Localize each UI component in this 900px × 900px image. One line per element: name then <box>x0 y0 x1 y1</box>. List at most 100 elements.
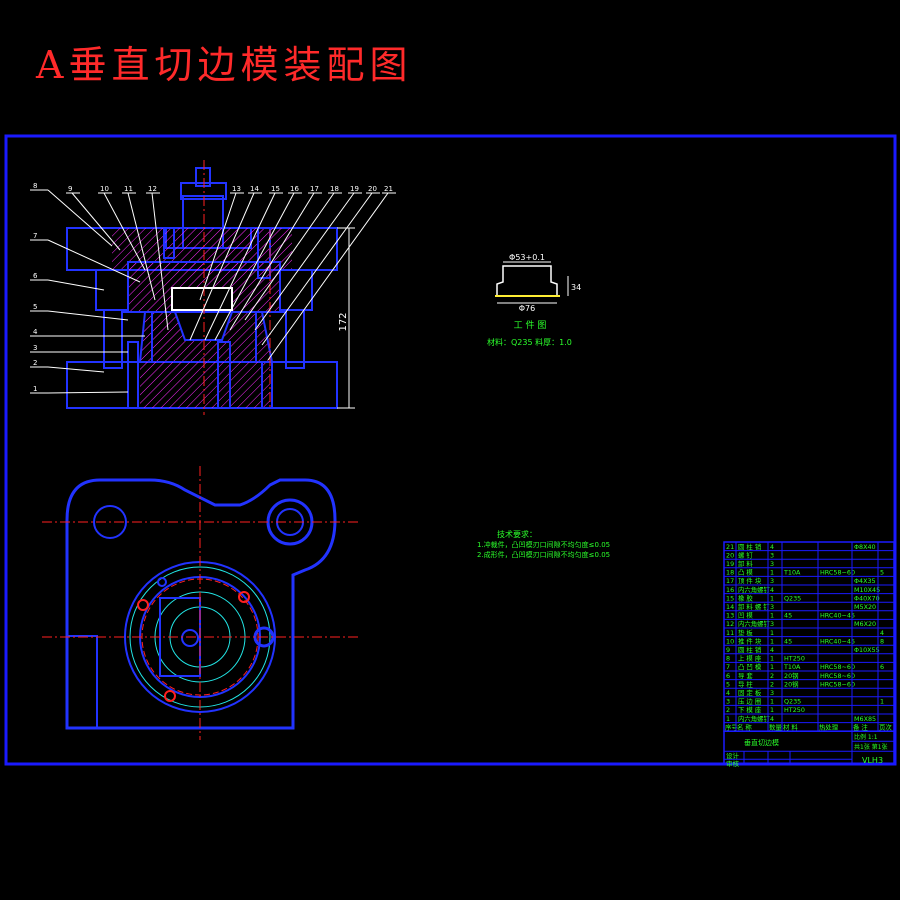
callout-top-13: 13 <box>232 185 241 193</box>
bom-cell: 凹 模 <box>738 611 753 620</box>
bom-cell: 4 <box>770 646 774 654</box>
bom-cell: 1 <box>770 663 774 671</box>
bom-cell: 固 定 板 <box>738 688 762 697</box>
callout-left-1: 1 <box>33 385 37 393</box>
bom-cell: 导 套 <box>738 671 753 680</box>
bom-cell: 4 <box>880 629 884 637</box>
callout-top-19: 19 <box>350 185 359 193</box>
callout-top-9: 9 <box>68 185 72 193</box>
bom-cell: HT250 <box>784 706 805 714</box>
bom-cell: 4 <box>726 689 730 697</box>
bom-cell: 19 <box>726 560 734 568</box>
bom-cell: 11 <box>726 629 734 637</box>
bom-cell: Φ10X55 <box>854 646 880 654</box>
bom-cell: 20钢 <box>784 680 799 688</box>
bom-header-cell: 热处理 <box>819 722 839 731</box>
bom-cell: 8 <box>880 637 884 645</box>
bom-cell: 1 <box>770 569 774 577</box>
bom-cell: M5X20 <box>854 603 876 611</box>
callout-left-6: 6 <box>33 272 38 280</box>
bom-cell: HRC58~60 <box>820 680 855 688</box>
section-view: 172 <box>66 160 355 415</box>
bom-cell: Q235 <box>784 594 801 602</box>
assembly-height-label: 172 <box>338 312 349 331</box>
bom-cell: 垫 板 <box>738 628 753 637</box>
bom-cell: 8 <box>726 655 730 663</box>
bom-cell: 内六角螺钉 <box>738 585 771 594</box>
bom-cell: M6X20 <box>854 620 876 628</box>
bom-cell: 凸 凹 模 <box>738 662 762 671</box>
bom-cell: 16 <box>726 586 734 594</box>
bom-cell: 7 <box>726 663 730 671</box>
bom-cell: 3 <box>770 689 774 697</box>
bom-cell: 2 <box>770 672 774 680</box>
bom-cell: 1 <box>770 612 774 620</box>
bom-cell: 6 <box>880 663 884 671</box>
bom-cell: HRC40~45 <box>820 637 855 645</box>
bom-cell: 圆 柱 销 <box>738 645 762 654</box>
callout-top-14: 14 <box>250 185 259 193</box>
bom-cell: 内六角螺钉 <box>738 619 771 628</box>
bom-cell: M6X85 <box>854 715 876 723</box>
bom-cell: M10X45 <box>854 586 880 594</box>
tech-item-2: 2.成形件，凸凹模刃口间隙不均匀度≤0.05 <box>477 550 610 559</box>
workpiece-dim-height: 34 <box>571 283 581 292</box>
guide-bush-left <box>95 269 129 311</box>
callout-top-10: 10 <box>100 185 109 193</box>
bom-cell: 1 <box>770 629 774 637</box>
workpiece-caption: 工 件 图 <box>514 319 547 331</box>
bom-cell: 1 <box>770 637 774 645</box>
bom-header-cell: 序号 <box>725 722 738 731</box>
callout-left-2: 2 <box>33 359 37 367</box>
bom-cell: 3 <box>770 560 774 568</box>
workpiece-dim-bottom: Φ76 <box>519 304 535 313</box>
bom-cell: 上 模 座 <box>738 654 762 663</box>
callout-top-21: 21 <box>384 185 393 193</box>
workpiece-material: 材料：Q235 料厚：1.0 <box>487 337 572 347</box>
bom-cell: T10A <box>783 569 801 577</box>
callout-top-12: 12 <box>148 185 157 193</box>
tech-requirements: 技术要求： 1.冲裁件，凸凹模刃口间隙不均匀度≤0.05 2.成形件，凸凹模刃口… <box>477 529 610 559</box>
bom-cell: 卸 料 螺 钉 <box>738 602 770 611</box>
title-block-code: VLH3 <box>862 756 883 765</box>
title-block-scale: 比例 1:1 <box>854 733 878 741</box>
bom-cell: 12 <box>726 620 734 628</box>
bom-cell: 1 <box>770 655 774 663</box>
bom-cell: 5 <box>726 680 730 688</box>
tech-heading: 技术要求： <box>497 529 537 539</box>
bom-cell: 4 <box>770 586 774 594</box>
bom-cell: 1 <box>770 698 774 706</box>
bom-cell: 21 <box>726 543 734 551</box>
bom-cell: 9 <box>726 646 730 654</box>
bom-cell: 1 <box>880 698 884 706</box>
bom-cell: 圆 柱 销 <box>738 542 762 551</box>
bom-cell: 导 柱 <box>738 679 753 688</box>
plan-outline <box>65 478 337 730</box>
bom-header-cell: 名 称 <box>737 722 752 731</box>
bom-cell: 内六角螺钉 <box>738 714 771 723</box>
guide-hole-left <box>93 505 127 539</box>
callout-top-18: 18 <box>330 185 339 193</box>
callout-top-17: 17 <box>310 185 319 193</box>
title-block-sheet: 共1张 第1张 <box>854 743 888 751</box>
bom-cell: 1 <box>726 715 730 723</box>
bom-cell: Φ4X35 <box>854 577 876 585</box>
callout-left-3: 3 <box>33 344 37 352</box>
bom-cell: 3 <box>726 698 730 706</box>
callout-left-7: 7 <box>33 232 37 240</box>
bom-cell: 45 <box>784 637 792 645</box>
bom-cell: 螺 钉 <box>738 550 753 559</box>
bom-cell: 14 <box>726 603 734 611</box>
bom-cell: 3 <box>770 551 774 559</box>
callout-top-16: 16 <box>290 185 299 193</box>
bom-cell: 橡 胶 <box>738 593 753 602</box>
bom-cell: 45 <box>784 612 792 620</box>
bom-cell: 3 <box>770 603 774 611</box>
bom-cell: 6 <box>726 672 730 680</box>
shank <box>195 167 211 187</box>
bom-cell: 顶 件 块 <box>738 576 762 585</box>
callout-left-5: 5 <box>33 303 37 311</box>
